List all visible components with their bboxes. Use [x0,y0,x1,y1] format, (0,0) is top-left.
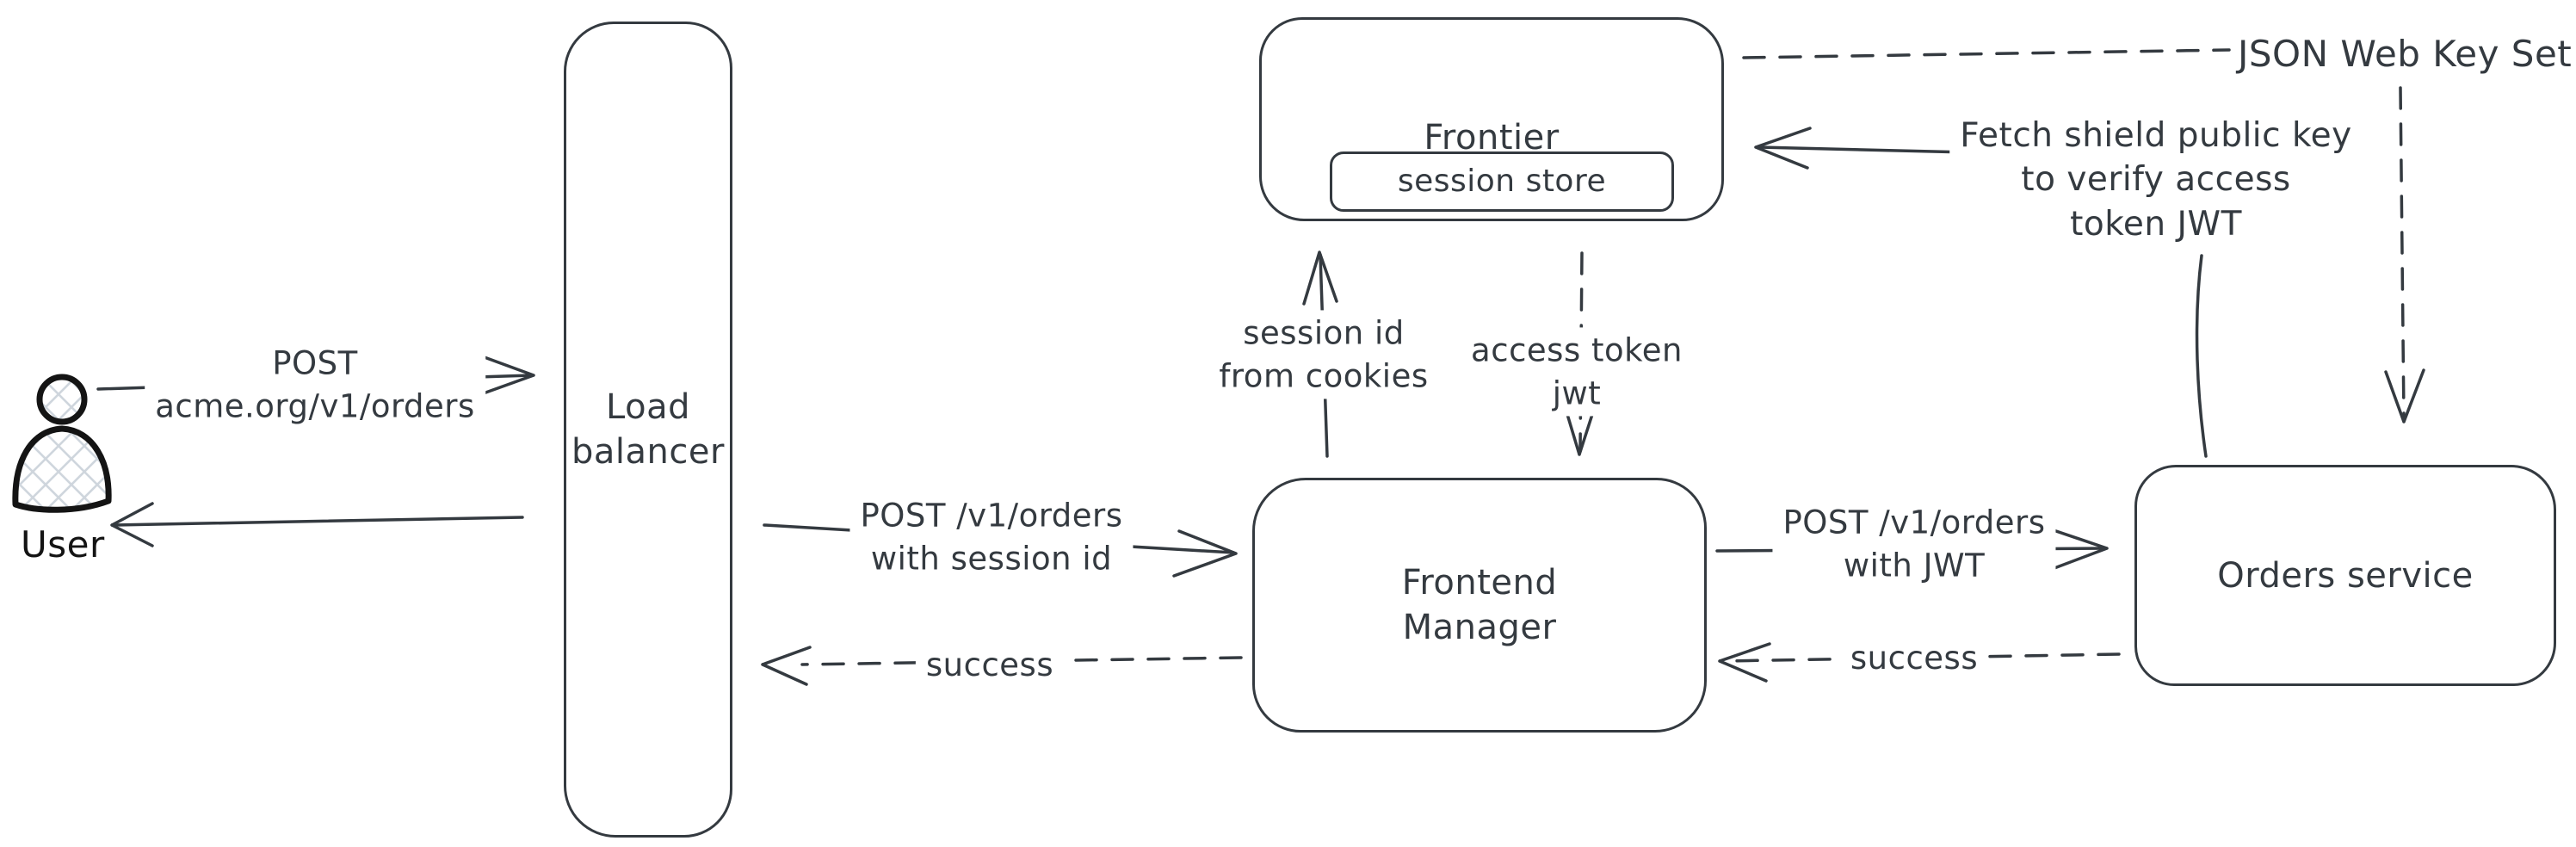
edge-label-user-to-lb: POST acme.org/v1/orders [145,340,485,430]
line-frontier-to-jwks [1742,48,2231,59]
jwks-node-label: JSON Web Key Set [2238,33,2573,75]
user-icon [12,374,112,513]
orders-service-label: Orders service [2217,555,2474,596]
edge-label-orders-to-fm-success: success [1839,635,1989,682]
arrow-jwks-to-orders-service [2384,86,2425,424]
arrow-load-balancer-to-user [110,502,524,547]
load-balancer-node: Load balancer [564,22,732,838]
load-balancer-label-line2: balancer [571,432,725,472]
frontend-manager-label-line1: Frontend [1401,563,1558,603]
edge-label-fm-to-lb-success: success [915,642,1065,689]
user-node-label: User [21,523,105,566]
orders-service-node: Orders service [2134,465,2556,686]
load-balancer-label-line1: Load [606,387,690,427]
edge-label-orders-to-frontier: Fetch shield public key to verify access… [1949,111,2363,249]
edge-label-fm-to-frontier: session id from cookies [1208,310,1439,399]
frontend-manager-node: Frontend Manager [1252,478,1707,733]
frontend-manager-label-line2: Manager [1402,608,1557,647]
session-store-node: session store [1330,151,1674,212]
frontier-node-label: Frontier [1424,118,1560,158]
edge-label-lb-to-fm: POST /v1/orders with session id [849,492,1134,582]
arrow-orders-service-to-frontier [1754,127,2208,458]
edge-label-frontier-to-fm: access token jwt [1461,327,1693,417]
edge-label-fm-to-orders: POST /v1/orders with JWT [1772,499,2056,589]
session-store-label: session store [1397,163,1607,199]
